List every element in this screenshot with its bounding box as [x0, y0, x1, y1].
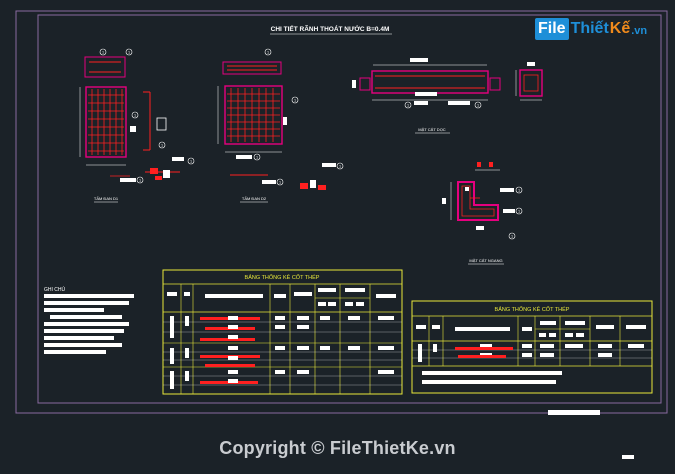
copyright-watermark: Copyright © FileThietKe.vn	[219, 438, 456, 458]
cross-section-small	[515, 62, 543, 101]
steel-table-right	[411, 300, 653, 394]
table-left-title: BẢNG THỐNG KÊ CỐT THÉP	[245, 273, 320, 281]
marker-number: 1	[518, 209, 520, 213]
title-block-line	[548, 410, 600, 415]
detail-d2	[230, 162, 344, 190]
marker-number: 1	[190, 159, 192, 163]
marker-number: 1	[128, 50, 130, 54]
logo-ke: Kế	[609, 20, 631, 37]
notes-title: GHI CHÚ	[44, 286, 66, 293]
marker-number: 1	[139, 178, 141, 182]
logo-file: File	[535, 18, 569, 40]
detail-d1	[110, 157, 195, 184]
slab-d1-plan	[79, 48, 167, 166]
slab-d2-plan	[217, 48, 299, 161]
marker-number: 1	[294, 98, 296, 102]
steel-table-left	[162, 269, 403, 395]
marker-number: 1	[161, 143, 163, 147]
longitudinal-section	[352, 58, 501, 109]
marker-number: 1	[267, 50, 269, 54]
marker-number: 1	[407, 103, 409, 107]
marker-number: 1	[477, 103, 479, 107]
brand-logo[interactable]: File Thiết Kế .vn	[535, 17, 647, 41]
view-label-d2: TẤM ĐAN D2	[242, 196, 267, 201]
logo-thiet: Thiết	[570, 20, 609, 37]
marker-number: 1	[339, 164, 341, 168]
marker-number: 1	[256, 155, 258, 159]
cross-section-detail	[442, 162, 523, 240]
marker-number: 1	[102, 50, 104, 54]
marker-number: 1	[511, 234, 513, 238]
view-label-section-long: MẶT CẮT DỌC	[418, 127, 446, 132]
drawing-title: CHI TIẾT RÃNH THOÁT NƯỚC B=0.4M	[271, 23, 390, 33]
marker-number: 1	[279, 180, 281, 184]
inner-frame	[37, 14, 662, 404]
table-right-title: BẢNG THỐNG KÊ CỐT THÉP	[495, 305, 570, 313]
view-label-section-cross: MẶT CẮT NGANG	[469, 258, 502, 263]
marker-number: 1	[518, 188, 520, 192]
outer-frame	[15, 10, 668, 414]
page-mark	[622, 455, 634, 459]
marker-number: 1	[134, 113, 136, 117]
view-label-d1: TẤM ĐAN D1	[94, 196, 119, 201]
notes-lines	[44, 294, 134, 354]
logo-domain: .vn	[631, 25, 648, 37]
